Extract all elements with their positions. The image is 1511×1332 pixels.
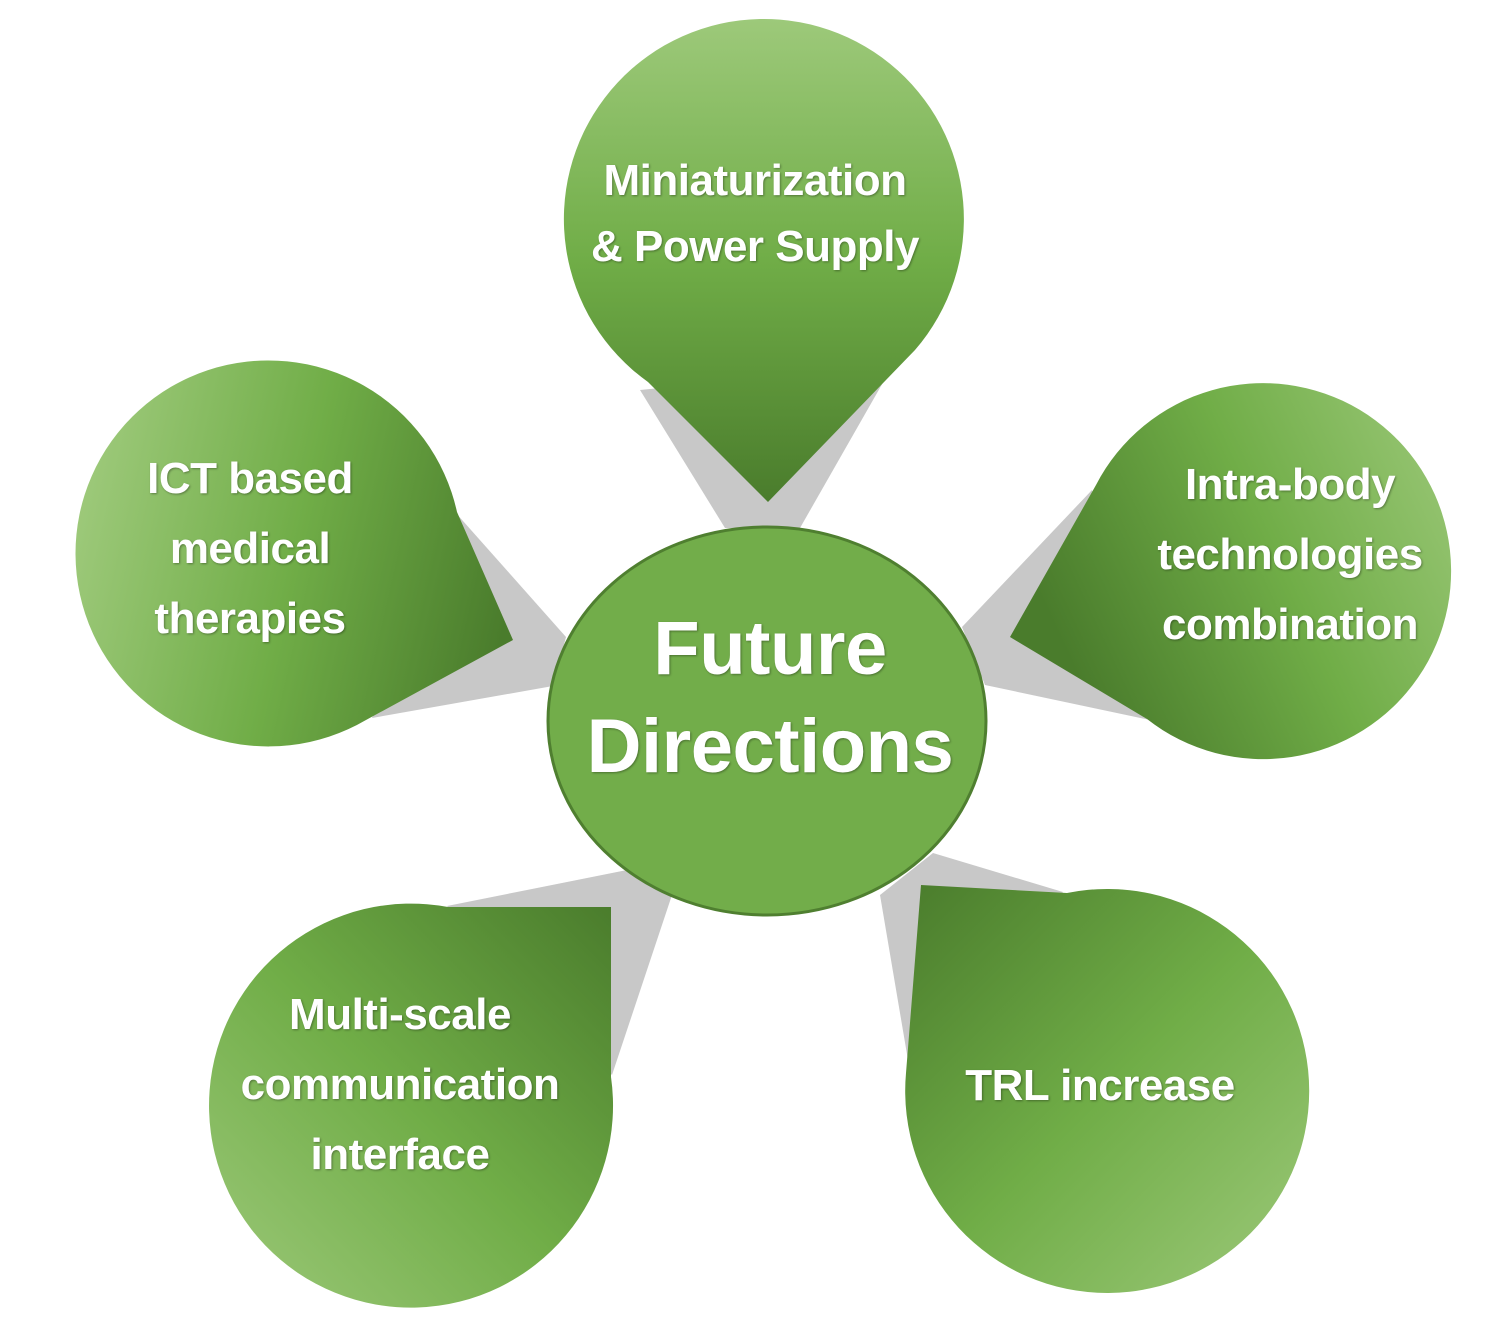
petal-bottom-left: [209, 903, 614, 1308]
petal-label-left: ICT based medical therapies: [147, 454, 353, 643]
petal-label-top: Miniaturization & Power Supply: [591, 156, 919, 271]
center-title: Future Directions: [586, 606, 954, 789]
petals: [75, 18, 1452, 1308]
petal-top: [563, 18, 964, 503]
petal-label-bottom-left: Multi-scale communication interface: [240, 990, 560, 1179]
petal-bottom-right: [905, 885, 1310, 1293]
center-circle: [546, 525, 988, 917]
petal-label-bottom-right: TRL increase: [965, 1061, 1235, 1110]
petal-right: [1010, 383, 1452, 760]
petal-label-right: Intra-body technologies combination: [1157, 460, 1423, 649]
petal-left: [75, 360, 514, 747]
